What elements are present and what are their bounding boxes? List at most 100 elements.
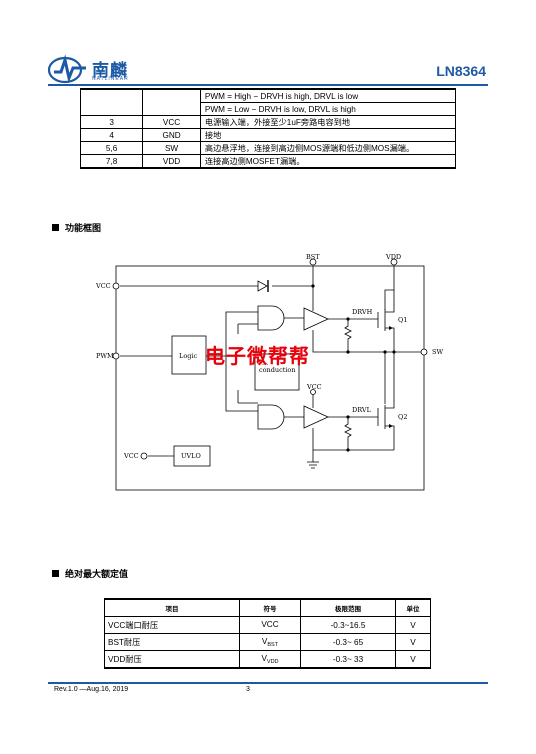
table-header-row: 项目 符号 极限范围 单位 — [104, 598, 431, 617]
logic-output-wires — [206, 311, 258, 412]
column-header: 极限范围 — [300, 598, 396, 617]
column-header: 符号 — [239, 598, 301, 617]
pin-description-cell: 连接高边侧MOSFET漏端。 — [199, 154, 457, 169]
pwm-pin-terminal — [112, 352, 120, 360]
vcc-to-bst-wire — [120, 266, 314, 287]
vdd-label: VDD — [385, 253, 401, 261]
vcc-input-label: VCC — [95, 282, 111, 290]
pin-number-cell — [79, 102, 144, 116]
range-cell: -0.3~16.5 — [300, 616, 396, 634]
drvh-label: DRVH — [352, 308, 373, 316]
symbol-cell: VCC — [239, 616, 301, 634]
conduction-label-1: ... — [262, 359, 268, 367]
header-rule — [48, 84, 488, 86]
table-row: VCC端口耐压 VCC -0.3~16.5 V — [104, 616, 431, 634]
pin-name-cell: VDD — [142, 154, 201, 169]
vcc-low-label: VCC — [306, 383, 322, 391]
q2-transistor — [377, 352, 395, 450]
range-cell: -0.3~ 65 — [300, 633, 396, 651]
logic-block — [171, 335, 207, 375]
drvl-resistor — [344, 417, 352, 450]
bootstrap-diode-icon — [257, 280, 269, 292]
pin-number-cell: 5,6 — [79, 141, 144, 155]
ground-icon — [307, 461, 319, 469]
conduction-block — [254, 353, 300, 391]
bst-label: BST — [306, 253, 320, 261]
uvlo-vcc-terminal — [140, 452, 148, 460]
ground-bus — [312, 428, 394, 462]
logo-chinese-name: 南麟 — [92, 61, 128, 81]
bullet-square-icon — [52, 224, 59, 231]
junction-dot — [346, 415, 350, 419]
junction-dot — [392, 350, 396, 354]
table-row: BST耐压 VBST -0.3~ 65 V — [104, 633, 431, 651]
item-cell: VDD耐压 — [104, 650, 240, 669]
unit-cell: V — [395, 650, 431, 669]
symbol-main: V — [261, 636, 268, 646]
junction-dot — [346, 448, 350, 452]
high-side-driver — [303, 307, 329, 331]
vcc-low-terminal — [310, 389, 316, 395]
section-heading-absolute-max: 绝对最大额定值 — [52, 567, 128, 580]
watermark-text: 电子微帮帮 — [205, 344, 310, 368]
bst-pin-terminal — [309, 258, 317, 266]
table-row: VDD耐压 VVDD -0.3~ 33 V — [104, 650, 431, 669]
vdd-pin-terminal — [390, 258, 398, 266]
vcc-pin-terminal — [112, 282, 120, 290]
sw-node-wire — [312, 330, 424, 353]
logic-label: Logic — [179, 352, 197, 360]
uvlo-block — [173, 445, 211, 467]
pin-number-cell — [79, 88, 144, 103]
q1-transistor — [377, 290, 395, 352]
unit-cell: V — [395, 616, 431, 634]
model-number: LN8364 — [436, 63, 486, 79]
low-side-and-gate — [257, 404, 285, 430]
pin-number-cell: 7,8 — [79, 154, 144, 169]
junction-dot — [383, 350, 387, 354]
sw-label: SW — [432, 348, 443, 356]
section-heading-block-diagram: 功能框图 — [52, 221, 101, 234]
page-number: 3 — [246, 686, 250, 693]
revision-text: Rev.1.0 —Aug.16, 2019 — [54, 686, 129, 693]
section-title: 功能框图 — [65, 223, 102, 233]
drvl-label: DRVL — [352, 406, 372, 414]
conduction-label-2: conduction — [259, 366, 296, 374]
absolute-max-table: 项目 符号 极限范围 单位 VCC端口耐压 VCC -0.3~16.5 V BS… — [104, 598, 431, 669]
symbol-cell: VVDD — [239, 650, 301, 669]
uvlo-vcc-label: VCC — [123, 452, 139, 460]
junction-dot — [346, 317, 350, 321]
symbol-main: V — [261, 653, 267, 663]
symbol-subscript: BST — [267, 641, 279, 648]
vdd-drain-wire — [384, 266, 395, 310]
natlinear-logo-icon — [48, 54, 86, 84]
company-logo: 南麟 NATLINEAR — [48, 54, 140, 84]
high-side-and-gate — [257, 305, 285, 331]
symbol-subscript: VDD — [266, 658, 279, 665]
unit-cell: V — [395, 633, 431, 651]
low-side-driver — [303, 405, 329, 429]
column-header: 项目 — [104, 598, 240, 617]
pin-description-table: PWM = High − DRVH is high, DRVL is low P… — [79, 88, 457, 169]
sw-pin-terminal — [420, 348, 428, 356]
section-title: 绝对最大额定值 — [65, 569, 129, 579]
range-cell: -0.3~ 33 — [300, 650, 396, 669]
symbol-main: VCC — [261, 619, 279, 629]
table-row: 5,6 SW 高边悬浮地，连接到高边侧MOS源端和低边侧MOS漏端。 — [79, 141, 457, 155]
junction-dot — [311, 284, 315, 288]
bullet-square-icon — [52, 570, 59, 577]
column-header: 单位 — [395, 598, 431, 617]
junction-dot — [346, 350, 350, 354]
uvlo-label: UVLO — [181, 452, 201, 460]
q1-label: Q1 — [398, 316, 407, 324]
item-cell: VCC端口耐压 — [104, 616, 240, 634]
pwm-label: PWM — [96, 352, 114, 360]
chip-boundary — [115, 265, 425, 491]
drvh-resistor — [344, 319, 352, 352]
pin-description-cell: 高边悬浮地，连接到高边侧MOS源端和低边侧MOS漏端。 — [199, 141, 457, 155]
feedback-wires — [237, 323, 258, 404]
item-cell: BST耐压 — [104, 633, 240, 651]
logo-english-name: NATLINEAR — [92, 76, 129, 82]
q2-label: Q2 — [398, 413, 407, 421]
table-row: 4 GND 接地 — [79, 128, 457, 142]
